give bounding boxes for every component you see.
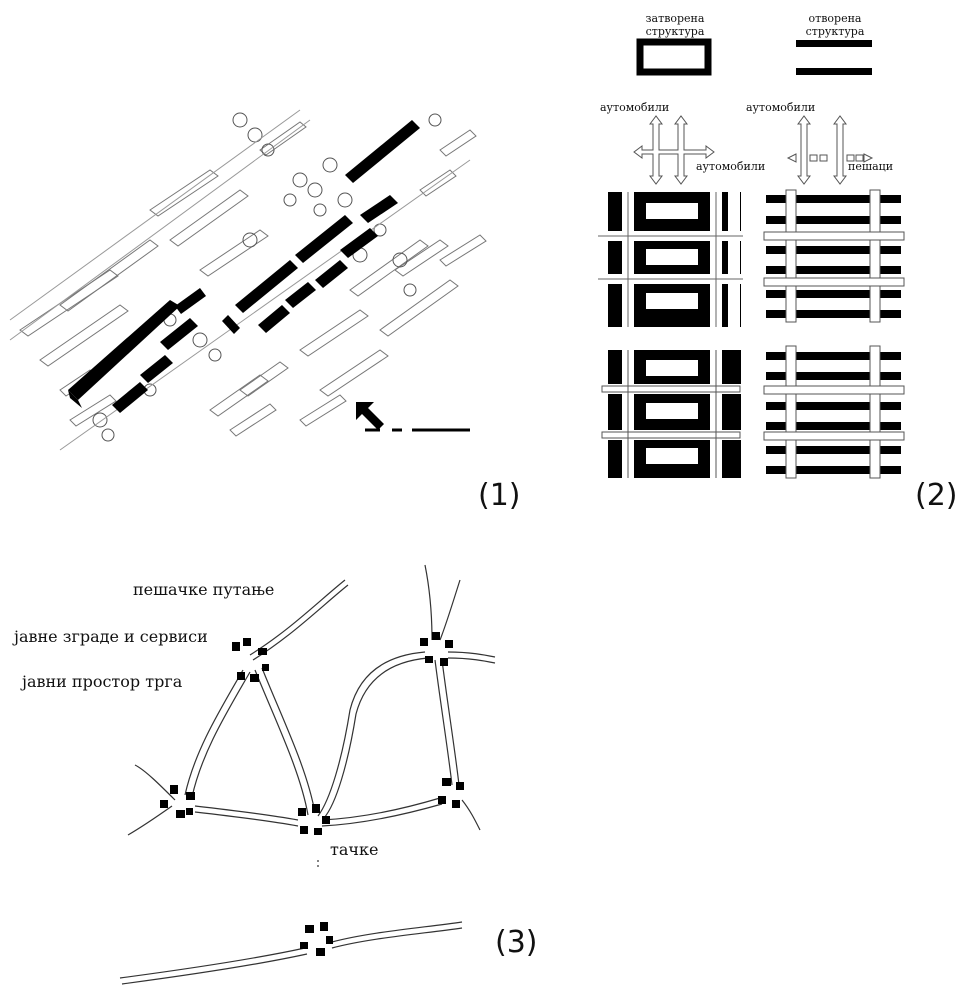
closed-grid-pedestrian xyxy=(598,350,743,478)
trees xyxy=(92,112,442,442)
figure-number-1: (1) xyxy=(478,478,521,513)
open-structure-label-line2: структура xyxy=(805,25,865,38)
footpaths-label: пешачке путање xyxy=(133,580,275,599)
node-c xyxy=(160,785,195,818)
pedestrian-dashes-legend xyxy=(809,154,864,162)
public-building-nodes xyxy=(160,632,464,956)
closed-structure-label-line1: затворена xyxy=(645,12,705,25)
node-f xyxy=(300,922,333,956)
open-structure-label: отворена структура xyxy=(798,12,872,38)
square-space-label: јавни простор трга xyxy=(22,672,183,691)
closed-grid-cars xyxy=(598,192,743,327)
node-b xyxy=(420,632,453,666)
panel-1-axonometric-plan xyxy=(0,90,500,460)
figure-number-3: (3) xyxy=(495,925,538,960)
car-arrows-left xyxy=(633,115,715,185)
closed-structure-symbol xyxy=(636,38,712,76)
cars-label-left: аутомобили xyxy=(600,101,670,114)
footpath-lines xyxy=(119,564,496,985)
panel-3-network-diagram: пешачке путање јавне зграде и сервиси ја… xyxy=(0,560,500,985)
cars-label-right: аутомобили xyxy=(746,101,816,114)
closed-structure-label-line2: структура xyxy=(645,25,705,38)
open-grid-cars xyxy=(763,189,905,323)
node-e xyxy=(438,778,464,808)
cars-label-bottom: аутомобили xyxy=(696,160,766,173)
open-structure-symbol xyxy=(796,40,872,75)
network-drawing xyxy=(119,564,496,985)
figure-number-2: (2) xyxy=(915,478,958,513)
open-structure-label-line1: отворена xyxy=(808,12,862,25)
closed-structure-label: затворена структура xyxy=(638,12,712,38)
dark-perimeter-buildings xyxy=(68,120,420,413)
node-d xyxy=(298,804,330,835)
structure-diagram-graphic xyxy=(598,38,905,479)
panel-2-structure-diagram: затворена структура отворена структура а… xyxy=(598,0,928,510)
points-label: тачке xyxy=(330,840,379,859)
car-pedestrian-arrows-right xyxy=(786,115,874,185)
north-arrow-icon xyxy=(356,402,384,430)
public-buildings-label: јавне зграде и сервиси xyxy=(14,627,208,646)
open-grid-pedestrian xyxy=(763,345,905,479)
node-a xyxy=(232,638,269,682)
axonometric-drawing xyxy=(9,109,487,451)
pedestrians-label: пешаци xyxy=(848,160,894,173)
